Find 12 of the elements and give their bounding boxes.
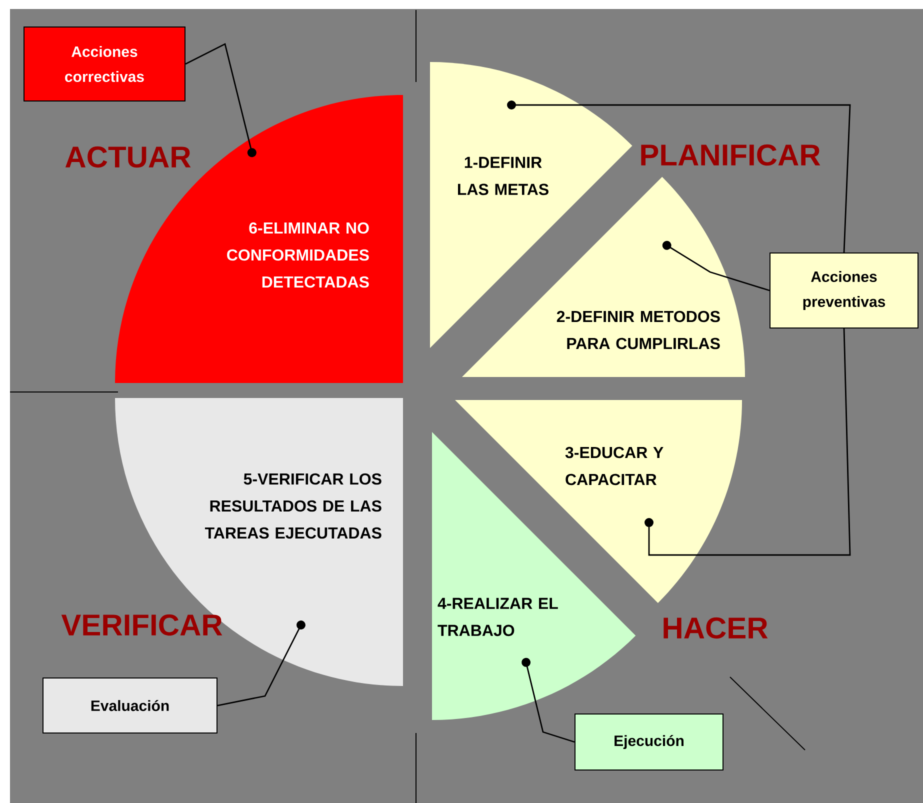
callout-box: Acciones correctivas <box>24 26 186 102</box>
callout-box: Ejecución <box>574 714 724 770</box>
callout-box: Evaluación <box>42 678 218 734</box>
leader-line <box>217 620 306 706</box>
callout-box: Acciones preventivas <box>770 252 919 328</box>
leader-line <box>644 328 851 556</box>
leader-line <box>522 658 575 743</box>
section-heading: HACER <box>664 617 768 639</box>
leader-line <box>185 42 256 158</box>
leader-line <box>662 240 770 292</box>
leader-line <box>507 100 851 253</box>
section-heading: PLANIFICAR <box>641 144 820 166</box>
